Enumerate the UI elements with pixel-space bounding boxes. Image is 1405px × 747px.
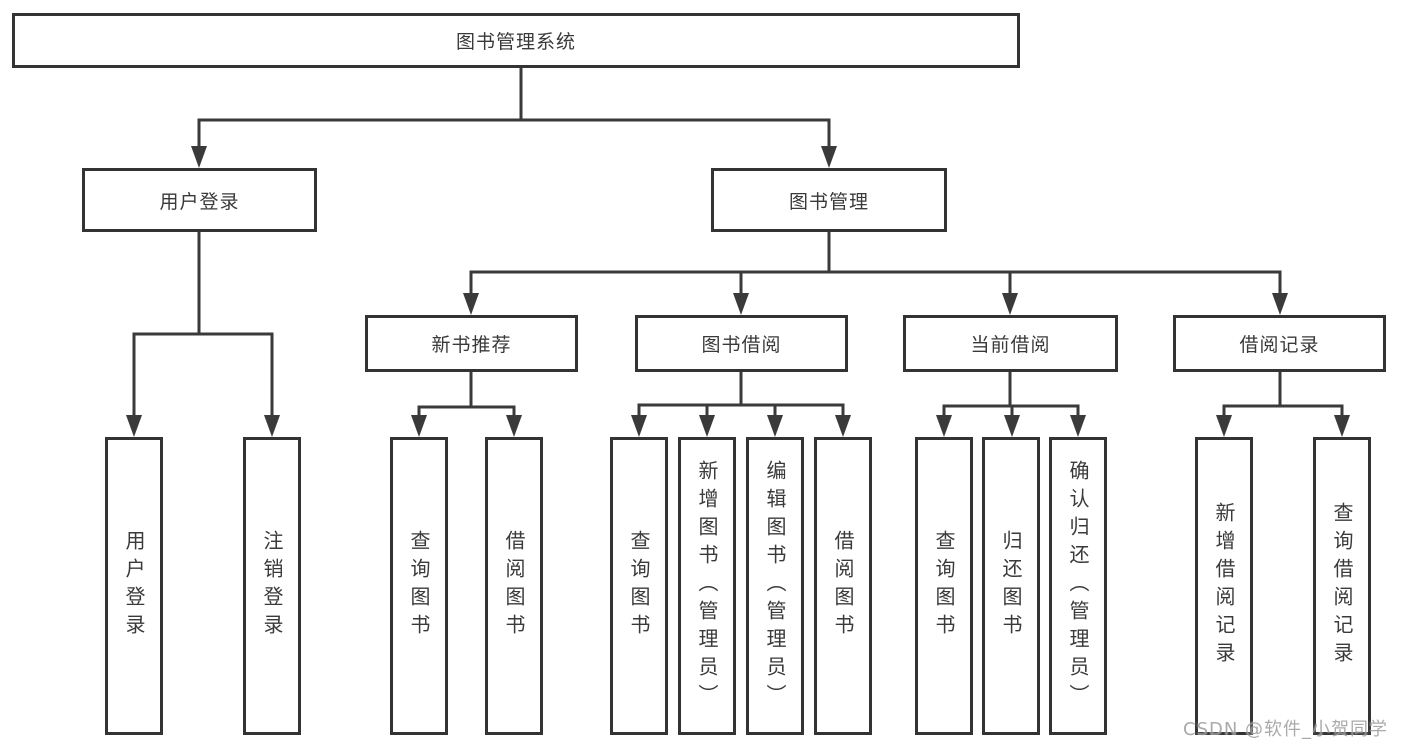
leaf-borrow-books: 借阅图书 [814, 437, 872, 735]
node-new-book-recommend: 新书推荐 [365, 315, 578, 372]
node-book-management-label: 图书管理 [788, 190, 869, 213]
leaf-logout: 注销登录 [243, 437, 301, 735]
node-current-borrow-label: 当前借阅 [970, 334, 1051, 356]
leaf-query-books-borrow: 查询图书 [610, 437, 668, 735]
leaf-return-book: 归还图书 [982, 437, 1040, 735]
leaf-user-login: 用户登录 [105, 437, 163, 735]
node-book-borrow: 图书借阅 [635, 315, 848, 372]
leaf-edit-book-admin: 编辑图书（管理员） [746, 437, 804, 735]
node-root: 图书管理系统 [12, 13, 1020, 68]
leaf-add-book-admin: 新增图书（管理员） [678, 437, 736, 735]
watermark: CSDN @软件_小贺同学 [1183, 719, 1389, 740]
node-borrow-records: 借阅记录 [1173, 315, 1386, 372]
node-root-label: 图书管理系统 [455, 31, 576, 53]
node-user-login-label: 用户登录 [159, 190, 240, 213]
leaf-user-login-label: 用户登录 [122, 530, 146, 642]
node-user-login: 用户登录 [82, 168, 317, 232]
leaf-confirm-return-admin: 确认归还（管理员） [1049, 437, 1107, 735]
leaf-query-borrow-record-label: 查询借阅记录 [1330, 502, 1354, 670]
leaf-query-borrow-record: 查询借阅记录 [1313, 437, 1371, 735]
node-borrow-records-label: 借阅记录 [1239, 334, 1320, 356]
leaf-logout-label: 注销登录 [260, 530, 284, 642]
node-book-borrow-label: 图书借阅 [701, 334, 782, 356]
arrowheads [126, 146, 1350, 437]
leaf-borrow-books-label: 借阅图书 [831, 530, 855, 642]
node-current-borrow: 当前借阅 [903, 315, 1118, 372]
leaf-add-borrow-record-label: 新增借阅记录 [1212, 502, 1236, 670]
leaf-query-books-borrow-label: 查询图书 [627, 530, 651, 642]
leaf-borrow-books-recommend: 借阅图书 [485, 437, 543, 735]
node-new-book-recommend-label: 新书推荐 [431, 334, 512, 356]
leaf-add-borrow-record: 新增借阅记录 [1195, 437, 1253, 735]
leaf-query-books-recommend: 查询图书 [390, 437, 448, 735]
leaf-add-book-admin-label: 新增图书（管理员） [695, 460, 719, 712]
leaf-query-books-recommend-label: 查询图书 [407, 530, 431, 642]
leaf-query-books-current-label: 查询图书 [932, 530, 956, 642]
leaf-return-book-label: 归还图书 [999, 530, 1023, 642]
leaf-confirm-return-admin-label: 确认归还（管理员） [1066, 460, 1090, 712]
leaf-borrow-books-recommend-label: 借阅图书 [502, 530, 526, 642]
leaf-query-books-current: 查询图书 [915, 437, 973, 735]
leaf-edit-book-admin-label: 编辑图书（管理员） [763, 460, 787, 712]
node-book-management: 图书管理 [711, 168, 947, 232]
